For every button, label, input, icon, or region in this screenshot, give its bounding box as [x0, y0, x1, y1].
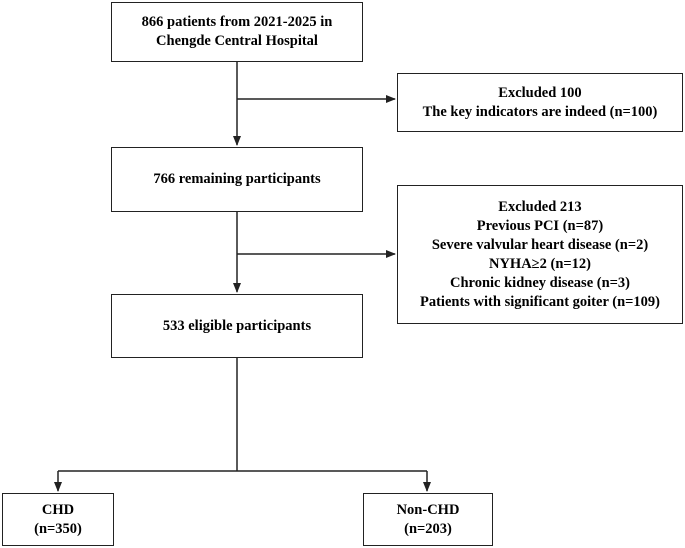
chd-line-1: CHD [41, 501, 75, 518]
start-line-2: Chengde Central Hospital [156, 33, 318, 49]
exclusion1-line-1: Excluded 100 [498, 84, 582, 101]
remaining-label: 766 remaining participants [153, 171, 321, 187]
chd-line-2: (n=350) [34, 520, 82, 537]
start-line-1: 866 patients from 2021-2025 in [141, 14, 333, 30]
exclusion2-line-5: Chronic kidney disease (n=3) [449, 274, 630, 291]
eligible-box: 533 eligible participants [111, 294, 363, 358]
exclusion1-box: Excluded 100 The key indicators are inde… [397, 73, 683, 132]
non-chd-box: Non-CHD (n=203) [363, 493, 493, 546]
chd-box: CHD (n=350) [2, 493, 114, 546]
exclusion2-line-1: Excluded 213 [498, 198, 582, 215]
exclusion2-line-6: Patients with significant goiter (n=109) [420, 293, 660, 310]
remaining-box: 766 remaining participants [111, 147, 363, 212]
eligible-label: 533 eligible participants [162, 317, 312, 334]
non-chd-line-1: Non-CHD [396, 501, 460, 518]
exclusion2-box: Excluded 213 Previous PCI (n=87) Severe … [397, 185, 683, 324]
exclusion2-line-3: Severe valvular heart disease (n=2) [431, 236, 649, 253]
exclusion2-line-2: Previous PCI (n=87) [476, 217, 604, 234]
non-chd-line-2: (n=203) [404, 520, 452, 537]
exclusion1-line-2: The key indicators are indeed (n=100) [422, 103, 658, 120]
exclusion2-line-4: NYHA≥2 (n=12) [488, 255, 591, 272]
start-box: 866 patients from 2021-2025 in Chengde C… [111, 2, 363, 62]
